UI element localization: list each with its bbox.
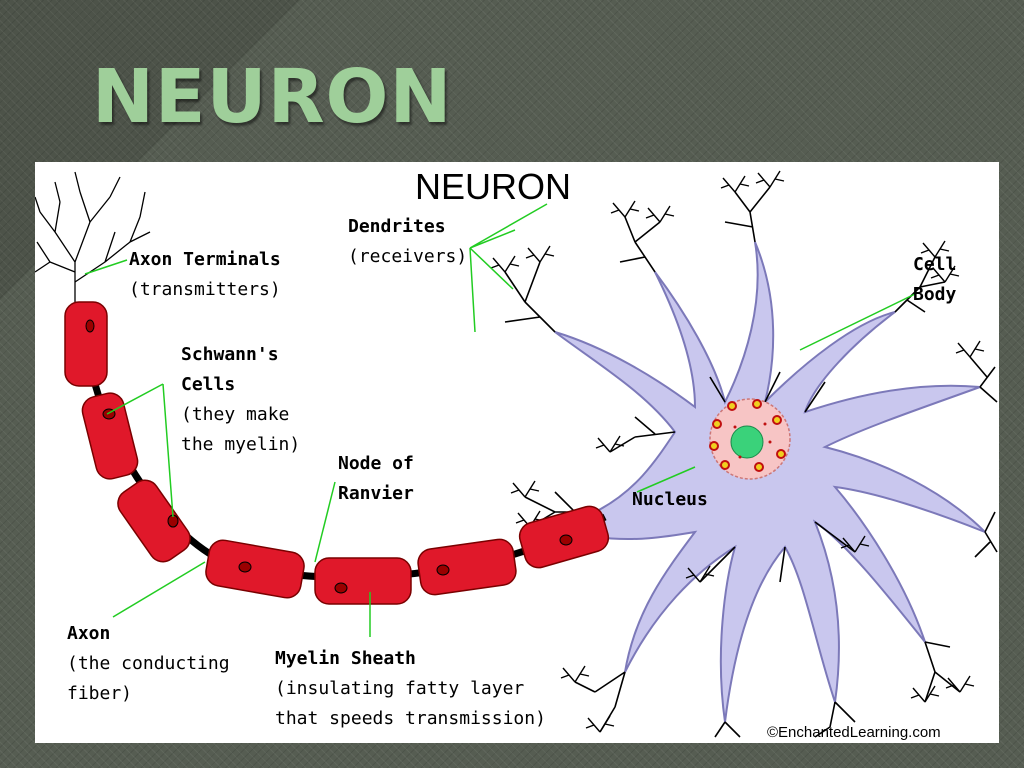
label-schwann-cells-line2: Cells: [181, 374, 235, 395]
label-node-of-ranvier-line1: Node of: [338, 453, 414, 474]
diagram-heading: NEURON: [415, 166, 571, 207]
label-node-of-ranvier-line2: Ranvier: [338, 483, 414, 504]
label-schwann-cells-note1: (they make: [181, 404, 289, 425]
label-dendrites: Dendrites: [348, 216, 446, 237]
label-axon-note1: (the conducting: [67, 653, 230, 674]
label-axon-note2: fiber): [67, 683, 132, 704]
label-myelin-sheath-note2: that speeds transmission): [275, 708, 546, 729]
label-axon-terminals-note: (transmitters): [129, 279, 281, 300]
label-schwann-cells-note2: the myelin): [181, 434, 300, 455]
neuron-illustration: NEURON Dendrites (receivers) Axon Termin…: [35, 166, 998, 741]
label-myelin-sheath: Myelin Sheath: [275, 648, 416, 669]
label-cell-body-line1: Cell: [913, 254, 956, 275]
schwann-cell-nuclei: [85, 319, 573, 594]
label-nucleus: Nucleus: [632, 489, 708, 510]
label-myelin-sheath-note1: (insulating fatty layer: [275, 678, 524, 699]
leader-lines: [84, 203, 916, 637]
cell-body: [554, 241, 986, 723]
label-axon: Axon: [67, 623, 110, 644]
label-schwann-cells-line1: Schwann's: [181, 344, 279, 365]
copyright-credit: ©EnchantedLearning.com: [767, 724, 941, 741]
neuron-diagram: NEURON Dendrites (receivers) Axon Termin…: [35, 162, 999, 743]
myelin-sheath: [64, 301, 610, 605]
label-dendrites-note: (receivers): [348, 246, 467, 267]
nucleus: [709, 398, 791, 480]
label-axon-terminals: Axon Terminals: [129, 249, 281, 270]
label-cell-body-line2: Body: [913, 284, 957, 305]
slide-title: Neuron: [92, 54, 453, 140]
